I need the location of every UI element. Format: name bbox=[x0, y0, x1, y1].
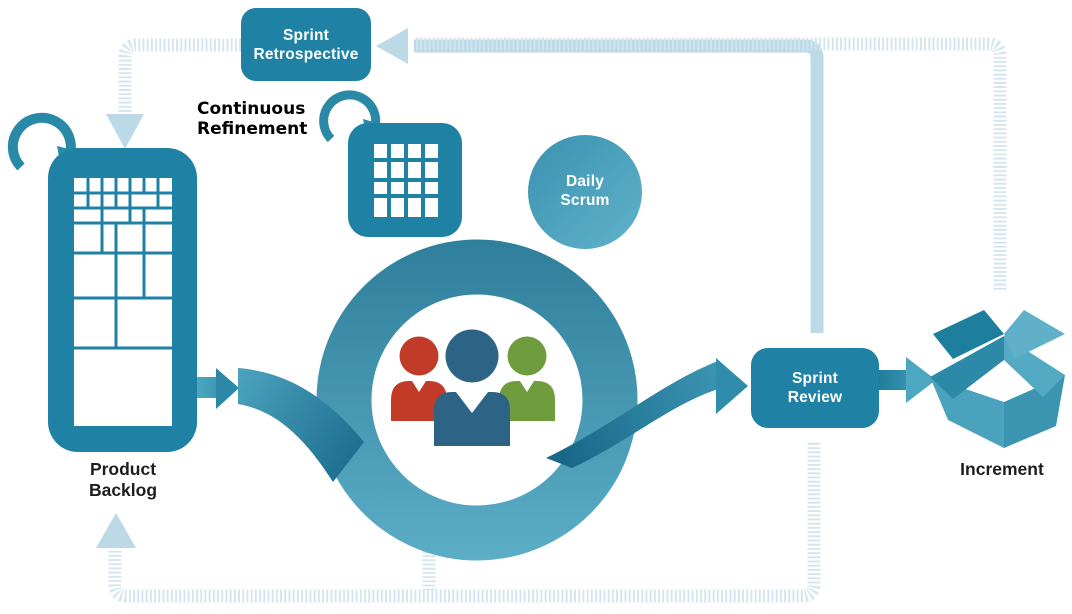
sprint-review-box: Sprint Review bbox=[751, 348, 879, 428]
continuous-refinement-label: Continuous Refinement bbox=[197, 99, 308, 139]
arrow-sprint-review-to-retrospective bbox=[414, 39, 824, 333]
team-icon bbox=[391, 329, 555, 446]
arrow-product-backlog-to-sprint bbox=[196, 368, 364, 482]
increment-label: Increment bbox=[960, 459, 1044, 479]
sprint-ring bbox=[316, 239, 638, 561]
loop-sprint-review-to-product-backlog bbox=[96, 443, 821, 603]
arrow-sprint-review-to-increment bbox=[879, 357, 936, 403]
product-backlog-icon bbox=[48, 148, 197, 452]
person-blue bbox=[434, 329, 510, 446]
arrowhead-into-sprint-retrospective bbox=[376, 28, 408, 64]
person-green bbox=[499, 336, 555, 421]
arrow-sprint-to-sprint-review bbox=[546, 358, 748, 468]
sprint-backlog-icon bbox=[348, 123, 462, 237]
person-red bbox=[391, 336, 447, 421]
sprint-backlog-grid bbox=[374, 144, 438, 217]
sprint-retrospective-box: Sprint Retrospective bbox=[241, 8, 371, 81]
daily-scrum-label: Daily Scrum bbox=[560, 173, 610, 209]
daily-scrum-circle bbox=[528, 135, 642, 249]
arrow-retrospective-to-product-backlog bbox=[106, 38, 241, 149]
product-backlog-treemap bbox=[74, 178, 172, 426]
product-backlog-label: Product Backlog bbox=[88, 459, 158, 500]
arrow-increment-to-retrospective bbox=[416, 37, 1007, 292]
open-box-icon bbox=[930, 310, 1065, 448]
